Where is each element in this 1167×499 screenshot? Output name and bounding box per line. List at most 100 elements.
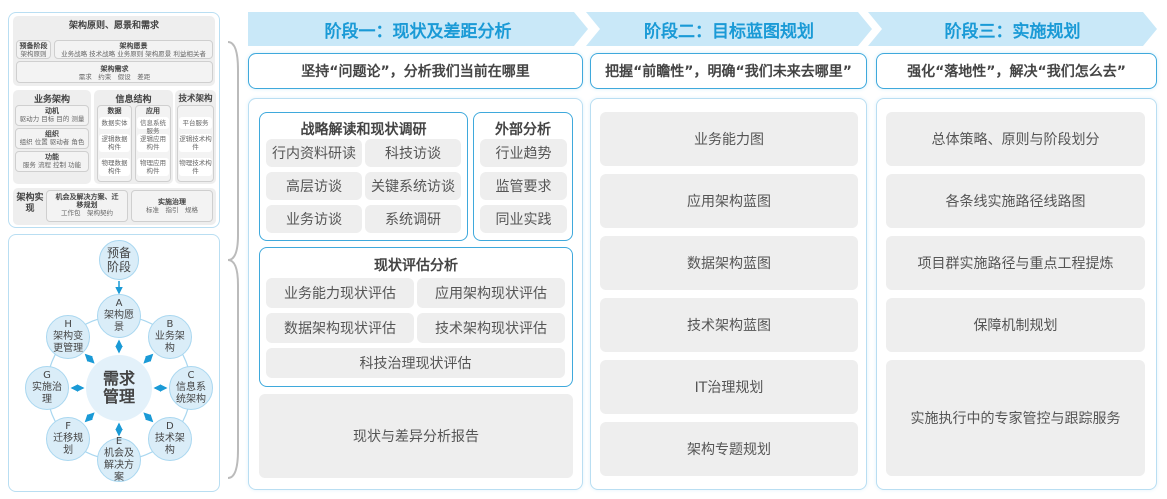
external-item: 监管要求 bbox=[480, 172, 567, 200]
center-halo bbox=[86, 355, 152, 421]
business-box-title: 组织 bbox=[45, 130, 59, 138]
research-item: 行内资料研读 bbox=[266, 139, 362, 167]
prelim-node: 预备阶段 bbox=[99, 240, 139, 280]
stage-2-content: 业务能力图应用架构蓝图数据架构蓝图技术架构蓝图 IT治理规划架构专题规划 bbox=[590, 98, 867, 490]
small-item: 逻辑数据构件 bbox=[99, 134, 130, 152]
principles-title: 架构原则、愿景和需求 bbox=[68, 21, 159, 31]
research-item: 业务访谈 bbox=[266, 205, 362, 233]
architecture-content-panel: 架构原则、愿景和需求 预备阶段架构原则 架构愿景业务战略 技术战略 业务原则 架… bbox=[8, 12, 220, 228]
prelim-box: 预备阶段架构原则 bbox=[16, 40, 51, 59]
requirements-title: 架构需求 bbox=[100, 65, 129, 73]
stage-2-header: 阶段二：目标蓝图规划 bbox=[586, 12, 872, 46]
assessment-item: 应用架构现状评估 bbox=[417, 278, 565, 308]
assessment-item: 技术架构现状评估 bbox=[417, 313, 565, 343]
prelim-items: 架构原则 bbox=[20, 50, 47, 58]
stage-2-subtitle: 把握“前瞻性”，明确“我们未来去哪里” bbox=[590, 53, 867, 89]
phase-letter: A bbox=[115, 298, 123, 309]
gap-report: 现状与差异分析报告 bbox=[259, 394, 573, 478]
vision-title: 架构愿景 bbox=[119, 42, 148, 50]
external-item: 行业趋势 bbox=[480, 139, 567, 167]
impl-title: 架构实现 bbox=[16, 193, 44, 214]
phase-label: 实施治理 bbox=[32, 382, 62, 405]
bracket bbox=[227, 41, 239, 479]
small-item: 物理应用构件 bbox=[137, 158, 169, 176]
opportunity-title: 机会及解决方案、迁移规划 bbox=[55, 193, 119, 209]
governance-title: 实施治理 bbox=[158, 198, 186, 206]
phase-letter: H bbox=[64, 319, 72, 331]
phase-letter: F bbox=[65, 420, 71, 432]
phase-letter: C bbox=[187, 370, 195, 381]
business-box-title: 功能 bbox=[45, 153, 59, 161]
assessment-item: 数据架构现状评估 bbox=[266, 313, 414, 343]
vision-items: 业务战略 技术战略 业务原则 架构愿景 利益相关者 bbox=[61, 50, 206, 58]
small-item: 物理技术构件 bbox=[179, 158, 212, 176]
prelim-label: 预备阶段 bbox=[106, 246, 131, 274]
prelim-title: 预备阶段 bbox=[19, 42, 48, 50]
blueprint-item: 数据架构蓝图 bbox=[600, 236, 858, 290]
vision-box: 架构愿景业务战略 技术战略 业务原则 架构愿景 利益相关者 bbox=[54, 40, 213, 59]
research-item: 系统调研 bbox=[365, 205, 461, 233]
implementation-item: 总体策略、原则与阶段划分 bbox=[886, 112, 1145, 166]
governance-items: 标准 指引 规格 bbox=[146, 206, 198, 214]
small-item: 平台服务 bbox=[179, 117, 212, 129]
research-item: 高层访谈 bbox=[266, 172, 362, 200]
phase-letter: D bbox=[166, 420, 174, 432]
phase-label: 信息系统架构 bbox=[176, 382, 206, 405]
implementation-item: 各条线实施路径线路图 bbox=[886, 174, 1145, 228]
implementation-item: 项目群实施路径与重点工程提炼 bbox=[886, 236, 1145, 290]
stage-1-subtitle: 坚持“问题论”，分析我们当前在哪里 bbox=[248, 53, 583, 89]
blueprint-item: 应用架构蓝图 bbox=[600, 174, 858, 228]
research-item: 科技访谈 bbox=[365, 139, 461, 167]
info-title: 信息结构 bbox=[115, 95, 152, 105]
assessment-item: 业务能力现状评估 bbox=[266, 278, 414, 308]
requirements-items: 需求 约束 假设 差距 bbox=[78, 73, 151, 81]
stage-1-content: 战略解读和现状调研 外部分析 现状评估分析 现状与差异分析报告 行内资料研读科技… bbox=[248, 98, 583, 490]
implementation-item: 保障机制规划 bbox=[886, 298, 1145, 352]
arrow bbox=[84, 353, 95, 364]
stage-3-header: 阶段三：实施规划 bbox=[868, 12, 1157, 46]
small-item: 物理数据构件 bbox=[99, 158, 130, 176]
blueprint-item: 技术架构蓝图 bbox=[600, 298, 858, 352]
requirements-mgmt-label: 需求管理 bbox=[102, 369, 135, 406]
arrow bbox=[143, 412, 154, 423]
business-box-items: 组织 位置 驱动者 角色 bbox=[19, 138, 85, 146]
phase-label: 业务架构 bbox=[154, 331, 185, 355]
requirements-box: 架构需求需求 约束 假设 差距 bbox=[16, 61, 213, 83]
small-item: 逻辑技术构件 bbox=[179, 134, 212, 152]
stage-3-subtitle: 强化“落地性”，解决“我们怎么去” bbox=[876, 53, 1157, 89]
implementation-item: 实施执行中的专家管控与跟踪服务 bbox=[886, 360, 1145, 476]
phase-label: 技术架构 bbox=[154, 432, 185, 456]
phase-label: 迁移规划 bbox=[53, 432, 84, 456]
arrow bbox=[84, 412, 95, 423]
phase-letter: G bbox=[43, 370, 51, 381]
phase-label: 架构变更管理 bbox=[53, 331, 84, 355]
small-item: 信息系统服务 bbox=[137, 117, 169, 135]
business-box-title: 动机 bbox=[45, 107, 59, 115]
business-box: 动机驱动力 目标 目的 测量 bbox=[15, 105, 89, 126]
blueprint-item: IT治理规划 bbox=[600, 360, 858, 414]
phase-letter: E bbox=[115, 436, 123, 447]
external-item: 同业实践 bbox=[480, 205, 567, 233]
small-item: 逻辑应用构件 bbox=[137, 134, 169, 152]
phase-label: 架构愿景 bbox=[104, 310, 134, 333]
assessment-title: 现状评估分析 bbox=[374, 258, 458, 274]
blueprint-item: 业务能力图 bbox=[600, 112, 858, 166]
blueprint-item: 架构专题规划 bbox=[600, 422, 858, 476]
stage-1-header: 阶段一：现状及差距分析 bbox=[248, 12, 588, 46]
research-title: 战略解读和现状调研 bbox=[300, 122, 427, 138]
business-title: 业务架构 bbox=[33, 95, 70, 105]
arrow bbox=[143, 353, 154, 364]
small-item: 数据实体 bbox=[99, 117, 130, 129]
business-box: 组织组织 位置 驱动者 角色 bbox=[15, 128, 89, 149]
opportunity-items: 工作包 架构契约 bbox=[61, 209, 113, 217]
opportunity-box: 机会及解决方案、迁移规划工作包 架构契约 bbox=[46, 190, 128, 222]
